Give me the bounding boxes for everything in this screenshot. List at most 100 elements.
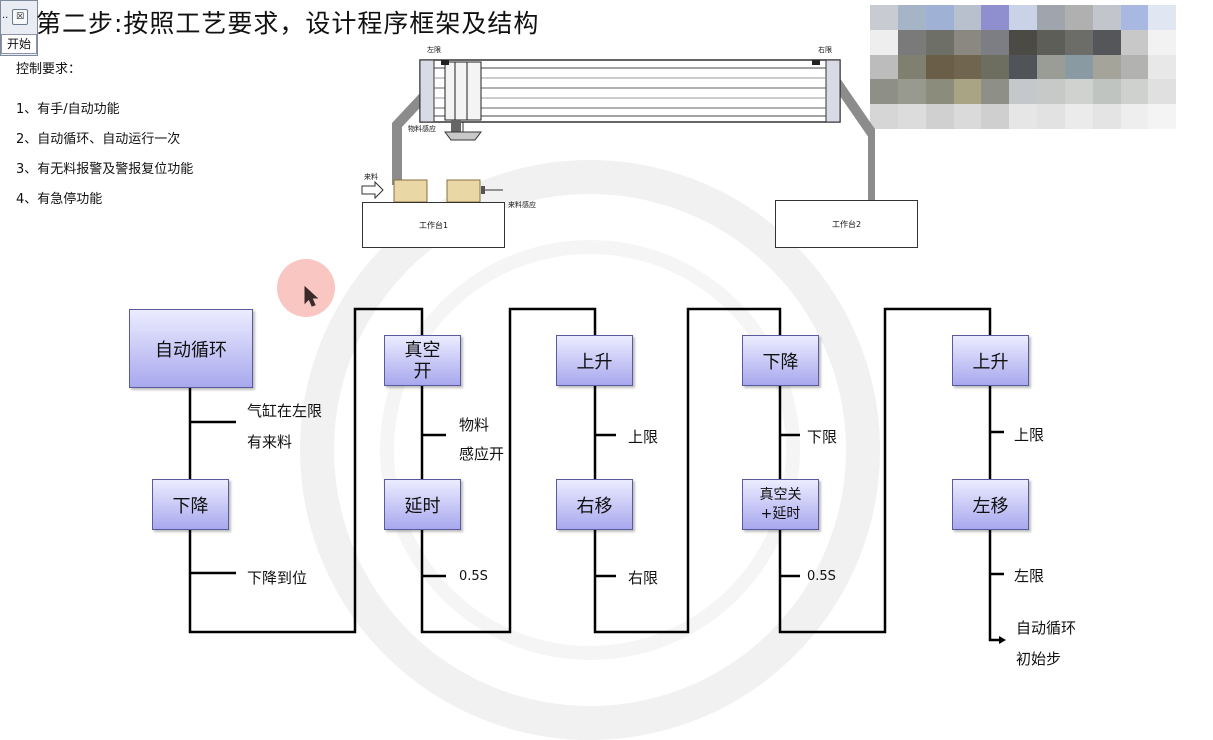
transition-label: 上限 [628, 428, 659, 446]
step-auto-cycle: 自动循环 [129, 309, 253, 388]
step-vacuum-on: 真空开 [384, 335, 461, 386]
mosaic-cell [953, 5, 982, 30]
transition-label: 物料 [459, 416, 490, 434]
transition-label: 气缸在左限 [247, 402, 323, 420]
transition-label: 上限 [1014, 426, 1045, 444]
mosaic-cell [981, 104, 1010, 129]
mosaic-cell [1037, 79, 1065, 105]
mosaic-cell [1148, 79, 1177, 105]
requirement-item: 4、有急停功能 [16, 192, 103, 207]
mosaic-cell [953, 79, 982, 105]
mosaic-cell [1120, 54, 1149, 80]
mosaic-cell [897, 5, 926, 30]
transition-label: 0.5S [807, 569, 836, 584]
mosaic-cell [925, 104, 954, 129]
right-limit-label: 右限 [818, 46, 832, 54]
mosaic-cell [1064, 79, 1093, 105]
mosaic-cell [1064, 104, 1093, 129]
mini-control-panel: .. ☒ 开始 [0, 0, 38, 56]
requirement-item: 3、有无料报警及警报复位功能 [16, 162, 194, 177]
mosaic-cell [981, 54, 1010, 80]
mosaic-cell [1120, 5, 1149, 30]
mosaic-cell [925, 29, 954, 55]
mosaic-cell [925, 5, 954, 30]
panel-dots: .. [2, 10, 9, 21]
mosaic-cell [1092, 5, 1121, 30]
mosaic-cell [953, 54, 982, 80]
requirement-item: 2、自动循环、自动运行一次 [16, 132, 181, 147]
mosaic-cell [1176, 29, 1204, 55]
transition-label: 右限 [628, 569, 659, 587]
transition-label: 左限 [1014, 567, 1045, 585]
close-icon[interactable]: ☒ [12, 9, 28, 25]
requirement-item: 1、有手/自动功能 [16, 102, 120, 117]
mosaic-cell [981, 29, 1010, 55]
start-button[interactable]: 开始 [1, 34, 37, 54]
mosaic-cell [870, 54, 898, 80]
incoming-label: 来料 [364, 173, 378, 181]
transition-label: 0.5S [459, 569, 488, 584]
incoming-sensor-label: 来料感应 [508, 201, 536, 209]
mouse-pointer-icon [304, 286, 318, 307]
step-delay-1: 延时 [384, 479, 461, 530]
mosaic-cell [953, 104, 982, 129]
step-down-2: 下降 [742, 335, 819, 386]
mosaic-cell [1120, 79, 1149, 105]
requirements-heading: 控制要求： [16, 62, 82, 77]
step-vacuum-off-delay: 真空关+延时 [742, 479, 819, 530]
mosaic-cell [870, 79, 898, 105]
mosaic-cell [1037, 54, 1065, 80]
transition-label: 下限 [807, 428, 838, 446]
workstation-2: 工作台2 [775, 200, 918, 248]
mosaic-cell [870, 104, 898, 129]
step-up-1: 上升 [556, 335, 633, 386]
mosaic-cell [1176, 104, 1204, 129]
step-move-left: 左移 [952, 479, 1029, 530]
mosaic-cell [1176, 54, 1204, 80]
mosaic-cell [897, 29, 926, 55]
mosaic-cell [897, 104, 926, 129]
material-sensor-label: 物料感应 [408, 125, 436, 133]
mosaic-cell [1009, 5, 1037, 30]
transition-label: 有来料 [247, 433, 293, 451]
step-move-right: 右移 [556, 479, 633, 530]
mosaic-cell [1009, 79, 1037, 105]
mosaic-cell [1064, 54, 1093, 80]
mosaic-cell [981, 79, 1010, 105]
mosaic-cell [1176, 5, 1204, 30]
mosaic-cell [870, 5, 898, 30]
pixelated-video-overlay [870, 5, 1204, 129]
sfc-connections [188, 307, 1006, 644]
mosaic-cell [1009, 54, 1037, 80]
left-limit-label: 左限 [427, 46, 441, 54]
mosaic-cell [1148, 54, 1177, 80]
mosaic-cell [870, 29, 898, 55]
mosaic-cell [981, 5, 1010, 30]
mosaic-cell [897, 54, 926, 80]
step-down-1: 下降 [152, 479, 229, 530]
slide-title: 第二步:按照工艺要求，设计程序框架及结构 [36, 9, 540, 38]
mosaic-cell [897, 79, 926, 105]
mosaic-cell [1148, 104, 1177, 129]
mosaic-cell [1009, 104, 1037, 129]
machine-illustration [361, 59, 875, 203]
mosaic-cell [1092, 104, 1121, 129]
mosaic-cell [1120, 104, 1149, 129]
mosaic-cell [1092, 79, 1121, 105]
transition-label: 下降到位 [247, 569, 308, 587]
step-up-2: 上升 [952, 335, 1029, 386]
mosaic-cell [1092, 29, 1121, 55]
end-label: 自动循环 [1016, 619, 1077, 637]
mosaic-cell [925, 79, 954, 105]
mosaic-cell [1037, 5, 1065, 30]
mosaic-cell [925, 54, 954, 80]
mosaic-cell [1037, 29, 1065, 55]
mosaic-cell [953, 29, 982, 55]
mosaic-cell [1064, 29, 1093, 55]
mosaic-cell [1148, 5, 1177, 30]
mosaic-cell [1120, 29, 1149, 55]
workstation-1: 工作台1 [362, 202, 505, 248]
mosaic-cell [1148, 29, 1177, 55]
mosaic-cell [1037, 104, 1065, 129]
end-label: 初始步 [1016, 650, 1062, 668]
